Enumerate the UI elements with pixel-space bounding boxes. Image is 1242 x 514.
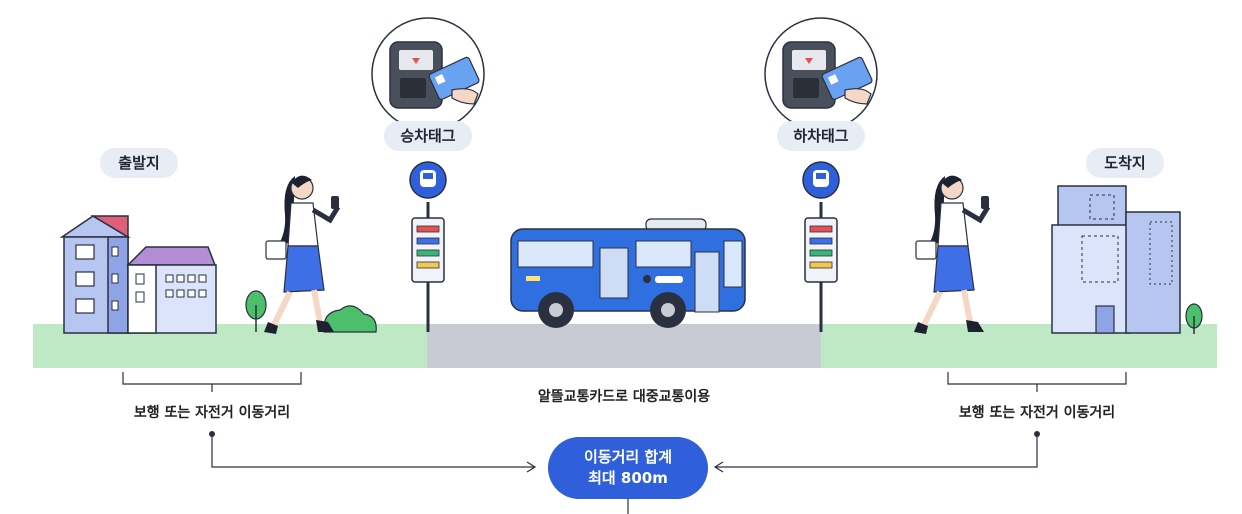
transit-caption: 알뜰교통카드로 대중교통이용 [537,389,711,405]
total-line2: 최대 800m [588,469,668,487]
bus-stop-icon [409,161,447,332]
tree-icon [1185,303,1203,334]
total-line1: 이동거리 합계 [583,448,673,466]
total-distance-badge: 이동거리 합계 최대 800m [548,437,708,499]
bus-stop-icon [802,161,840,332]
tree-icon [245,290,267,332]
connector-left [211,434,534,468]
woman-walking-icon [264,175,341,334]
bus-icon [510,218,746,328]
alight-tag-label: 하차태그 [777,121,865,151]
departure-label: 출발지 [100,148,178,178]
arrival-label: 도착지 [1086,148,1164,178]
bracket-right [947,372,1127,385]
connector-right [716,434,1038,468]
building-icon [59,215,217,334]
building-icon [1051,185,1181,334]
road [427,324,821,368]
bush-icon [323,305,377,333]
card-reader-icon [764,17,878,131]
board-tag-label: 승차태그 [384,121,472,151]
bracket-left [122,372,302,385]
card-reader-icon [371,17,485,131]
woman-walking-icon [914,175,991,334]
walk-left-caption: 보행 또는 자전거 이동거리 [133,405,291,421]
walk-right-caption: 보행 또는 자전거 이동거리 [958,405,1116,421]
